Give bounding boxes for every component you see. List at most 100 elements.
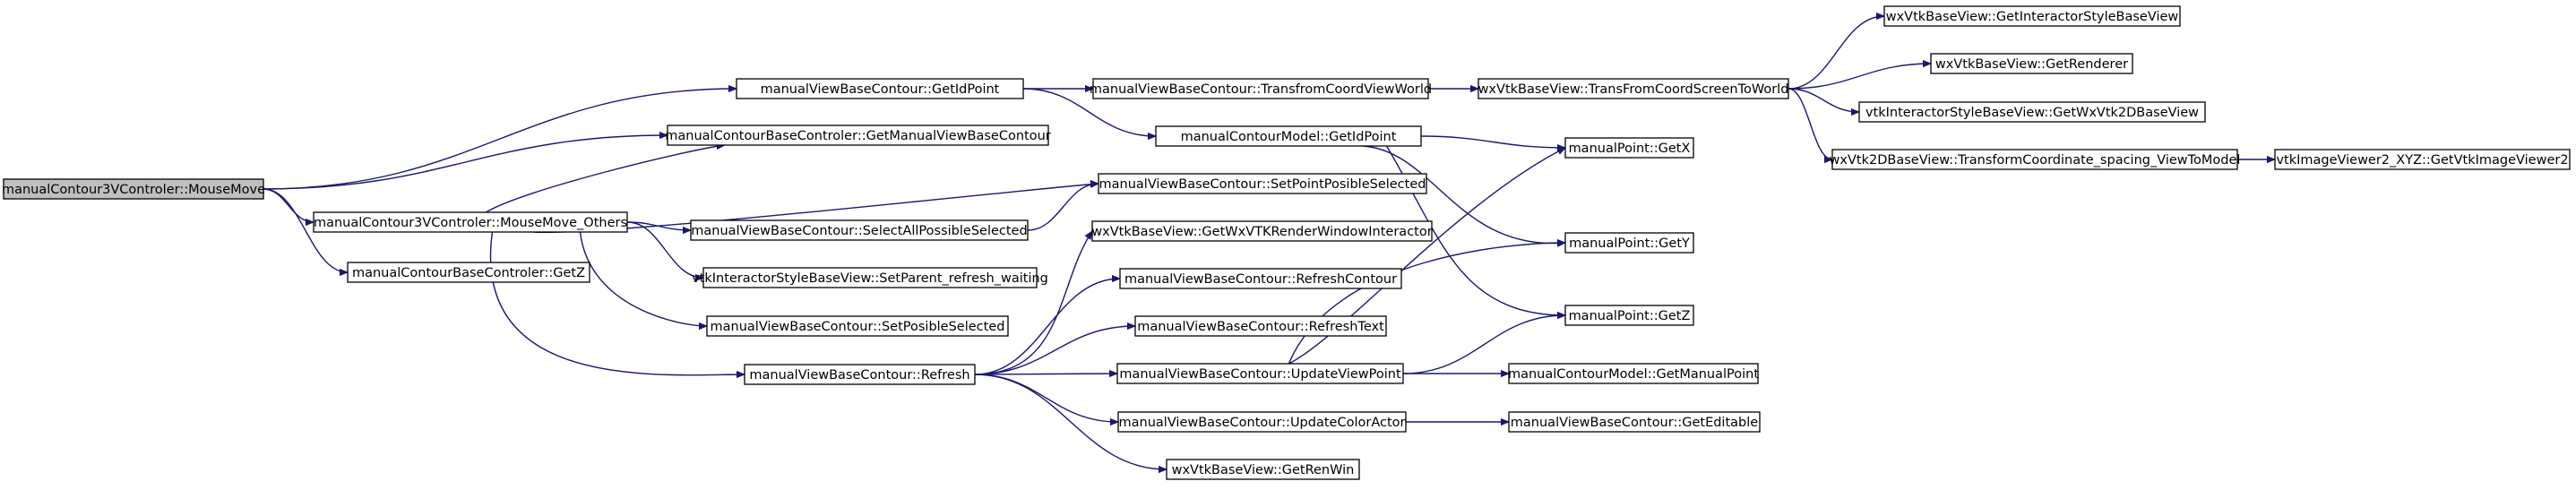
node-label: wxVtkBaseView::GetWxVTKRenderWindowInter… — [1091, 225, 1432, 239]
node-box — [1092, 78, 1429, 99]
graph-node-n11[interactable]: manualViewBaseContour::Refresh — [744, 364, 976, 385]
edge-n3-to-n9 — [626, 221, 703, 278]
node-label: manualContourBaseControler::GetZ — [352, 266, 585, 280]
node-label: wxVtkBaseView::GetInteractorStyleBaseVie… — [1886, 10, 2179, 24]
node-label: manualViewBaseContour::RefreshContour — [1124, 272, 1397, 287]
node-box — [1564, 305, 1694, 326]
node-box — [702, 267, 1038, 288]
node-box — [1119, 268, 1402, 289]
node-box — [1166, 459, 1360, 480]
node-label: manualViewBaseContour::SetPointPosibleSe… — [1099, 177, 1426, 192]
graph-node-n20[interactable]: manualViewBaseContour::UpdateColorActor — [1117, 411, 1407, 433]
edge-n12-to-n25 — [1788, 88, 1833, 159]
edge-n3-to-n2 — [486, 145, 725, 213]
graph-node-n24[interactable]: vtkInteractorStyleBaseView::GetWxVtk2DBa… — [1858, 101, 2206, 123]
node-label: manualViewBaseContour::GetIdPoint — [761, 82, 1000, 97]
graph-node-n21[interactable]: wxVtkBaseView::GetRenWin — [1166, 459, 1360, 480]
graph-node-n3[interactable]: manualContour3VControler::MouseMove_Othe… — [313, 211, 628, 233]
node-label: manualViewBaseContour::UpdateViewPoint — [1119, 367, 1401, 382]
graph-node-n22[interactable]: wxVtkBaseView::GetInteractorStyleBaseVie… — [1883, 5, 2181, 27]
node-label: manualViewBaseContour::UpdateColorActor — [1119, 416, 1406, 430]
node-box — [1883, 5, 2181, 27]
graph-node-n25[interactable]: wxVtk2DBaseView::TransformCoordinate_spa… — [1830, 149, 2241, 170]
edge-n19-to-n13 — [1288, 147, 1565, 365]
node-box — [1134, 315, 1387, 337]
node-label: wxVtkBaseView::TransFromCoordScreenToWor… — [1478, 82, 1789, 97]
graph-node-n26[interactable]: vtkImageViewer2_XYZ::GetVtkImageViewer2 — [2274, 149, 2571, 170]
graph-node-n14[interactable]: manualPoint::GetY — [1564, 232, 1694, 254]
node-box — [706, 315, 1009, 337]
node-label: manualContour3VControler::MouseMove — [2, 183, 265, 197]
edge-n12-to-n22 — [1788, 16, 1884, 90]
node-box — [1508, 363, 1759, 384]
graph-node-n16[interactable]: wxVtkBaseView::GetWxVTKRenderWindowInter… — [1091, 220, 1433, 242]
node-box — [1091, 220, 1433, 242]
edge-n0-to-n1 — [263, 89, 737, 190]
node-box — [313, 211, 628, 233]
node-box — [1155, 125, 1422, 147]
graph-node-n7[interactable]: manualViewBaseContour::SetPointPosibleSe… — [1098, 173, 1427, 194]
node-label: manualPoint::GetZ — [1569, 309, 1691, 323]
edge-n12-to-n24 — [1788, 88, 1859, 112]
graph-node-n6[interactable]: manualContourModel::GetIdPoint — [1155, 125, 1422, 147]
graph-node-n8[interactable]: manualViewBaseContour::SelectAllPossible… — [690, 219, 1029, 241]
graph-node-n28[interactable]: manualViewBaseContour::GetEditable — [1508, 411, 1761, 433]
edge-n3-to-n8 — [626, 221, 691, 230]
edge-n8-to-n7 — [1027, 184, 1098, 231]
edge-n0-to-n4 — [263, 188, 348, 272]
node-box — [1831, 149, 2238, 170]
node-label: manualViewBaseContour::TransfromCoordVie… — [1090, 82, 1432, 97]
node-layer: manualContour3VControler::MouseMovemanua… — [2, 5, 2571, 480]
graph-node-n1[interactable]: manualViewBaseContour::GetIdPoint — [736, 78, 1024, 99]
edge-n19-to-n15 — [1402, 315, 1565, 374]
node-label: manualViewBaseContour::Refresh — [749, 368, 969, 383]
edge-n11-to-n20 — [974, 374, 1118, 422]
graph-node-n15[interactable]: manualPoint::GetZ — [1564, 305, 1694, 326]
edge-n1-to-n6 — [1022, 88, 1156, 136]
node-box — [667, 125, 1049, 146]
node-label: manualViewBaseContour::SetPosibleSelecte… — [711, 320, 1005, 334]
graph-node-n23[interactable]: wxVtkBaseView::GetRenderer — [1930, 53, 2133, 74]
node-box — [1098, 173, 1427, 194]
node-box — [736, 78, 1024, 99]
edge-n11-to-n21 — [974, 374, 1167, 469]
graph-node-n0[interactable]: manualContour3VControler::MouseMove — [2, 178, 265, 200]
node-box — [1930, 53, 2133, 74]
node-box — [1117, 411, 1407, 433]
graph-node-n5[interactable]: manualViewBaseContour::TransfromCoordVie… — [1090, 78, 1432, 99]
node-box — [1508, 411, 1761, 433]
graph-node-n17[interactable]: manualViewBaseContour::RefreshContour — [1119, 268, 1402, 289]
graph-node-n19[interactable]: manualViewBaseContour::UpdateViewPoint — [1116, 363, 1404, 384]
node-label: wxVtkBaseView::GetRenderer — [1935, 57, 2128, 72]
node-label: vtkImageViewer2_XYZ::GetVtkImageViewer2 — [2276, 153, 2568, 168]
edge-n6-to-n13 — [1420, 135, 1565, 148]
edge-n11-to-n17 — [974, 279, 1120, 375]
graph-node-n9[interactable]: vtkInteractorStyleBaseView::SetParent_re… — [692, 267, 1048, 288]
edge-n3-to-n10 — [579, 231, 708, 326]
node-box — [744, 364, 976, 385]
node-box — [3, 178, 264, 200]
edge-n6-to-n14 — [1362, 145, 1565, 244]
node-box — [347, 262, 590, 283]
node-box — [1478, 78, 1789, 99]
graph-node-n2[interactable]: manualContourBaseControler::GetManualVie… — [665, 125, 1051, 146]
graph-node-n10[interactable]: manualViewBaseContour::SetPosibleSelecte… — [706, 315, 1009, 337]
node-label: vtkInteractorStyleBaseView::GetWxVtk2DBa… — [1865, 106, 2199, 120]
node-label: manualContour3VControler::MouseMove_Othe… — [314, 216, 627, 230]
graph-node-n27[interactable]: manualContourModel::GetManualPoint — [1508, 363, 1759, 384]
edge-n19-to-n14 — [1288, 243, 1565, 365]
graph-node-n12[interactable]: wxVtkBaseView::TransFromCoordScreenToWor… — [1478, 78, 1789, 99]
graph-node-n18[interactable]: manualViewBaseContour::RefreshText — [1134, 315, 1387, 337]
node-label: manualPoint::GetY — [1569, 236, 1690, 251]
edge-n0-to-n3 — [263, 188, 314, 222]
node-label: manualContourModel::GetIdPoint — [1181, 130, 1397, 144]
graph-node-n4[interactable]: manualContourBaseControler::GetZ — [347, 262, 590, 283]
node-box — [1564, 137, 1694, 159]
node-label: vtkInteractorStyleBaseView::SetParent_re… — [692, 271, 1048, 286]
edge-n0-to-n2 — [263, 135, 668, 190]
node-label: manualContourBaseControler::GetManualVie… — [665, 129, 1051, 143]
edge-n3-to-n11 — [489, 231, 745, 375]
graph-node-n13[interactable]: manualPoint::GetX — [1564, 137, 1694, 159]
node-label: wxVtkBaseView::GetRenWin — [1172, 463, 1355, 477]
